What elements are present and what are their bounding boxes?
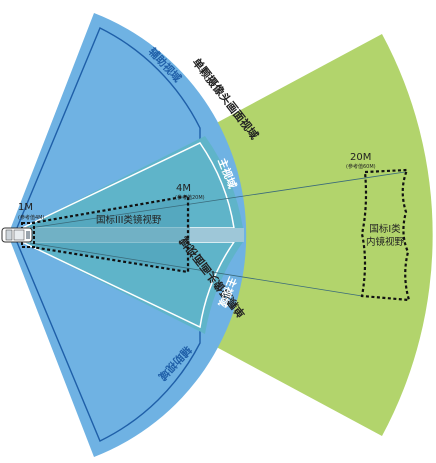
class3-mirror-area [30, 196, 190, 272]
class3-mirror-label: 国标III类镜视野 [96, 214, 162, 226]
far-line-top [29, 171, 406, 229]
distance-4m: 4M [176, 183, 191, 194]
distance-20m-sub: (参考值60M) [346, 163, 376, 170]
distance-1m-sub: (参考值4M) [18, 214, 44, 221]
distance-1m: 1M [18, 202, 33, 213]
main-view-outline-bottom [17, 239, 236, 329]
box-20m-class1-mirror [360, 168, 411, 302]
class1-mirror-label-line2: 内镜视野 [366, 236, 405, 248]
main-view-outline-top [17, 142, 235, 231]
distance-20m: 20M [350, 152, 371, 163]
box-4m-class3-mirror [31, 194, 190, 274]
vehicle-icon [1, 227, 33, 243]
far-line-bottom [29, 242, 363, 297]
class1-mirror-label-line1: 国标I类 [369, 223, 401, 235]
distance-4m-sub: (参考值20M) [175, 194, 205, 201]
